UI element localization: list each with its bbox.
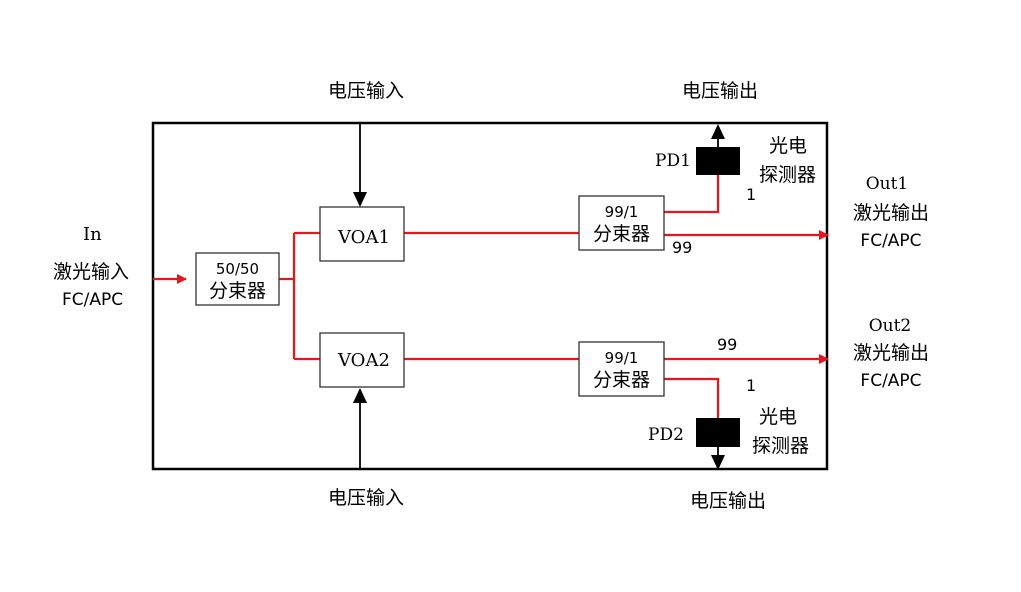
tap1-label: 分束器	[593, 223, 650, 245]
pd2-label-line2: 探测器	[752, 435, 809, 457]
voa1-voltage-arrowhead	[353, 192, 367, 207]
input-label: 激光输入	[53, 261, 129, 283]
pd2-voltage-label: 电压输出	[690, 490, 766, 512]
tap2-ratio: 99/1	[605, 349, 639, 367]
tap1-port-tap: 1	[746, 185, 756, 204]
voa1-box	[319, 206, 405, 262]
out2-label: 激光输出	[853, 342, 929, 364]
out1-tag: Out1	[866, 174, 909, 194]
voa2-label: VOA2	[337, 350, 390, 371]
out2-tag: Out2	[869, 316, 912, 336]
input-connector: FC/APC	[62, 290, 123, 310]
pd1-output-arrowhead	[711, 124, 725, 139]
pd2-tag: PD2	[648, 425, 684, 445]
voa2-voltage-arrowhead	[353, 388, 367, 403]
tap1-port-main: 99	[672, 238, 692, 257]
out1-connector: FC/APC	[860, 231, 921, 251]
pd2-output-arrowhead	[711, 455, 725, 470]
tap2-label: 分束器	[593, 369, 650, 391]
electrical-lines	[353, 123, 725, 470]
voa2-voltage-label: 电压输入	[328, 487, 404, 509]
splitter-main-label: 分束器	[209, 280, 266, 302]
pd1-block	[696, 147, 740, 175]
tap2-port-tap: 1	[746, 376, 756, 395]
tap1-box	[578, 195, 665, 251]
tap2-port-main: 99	[717, 335, 737, 354]
pd1-label-line1: 光电	[769, 135, 807, 157]
pd1-voltage-label: 电压输出	[682, 80, 758, 102]
tap1-to-pd1	[664, 172, 720, 214]
module-frame	[151, 121, 829, 471]
splitter-50-50-box	[195, 252, 280, 306]
tap1-ratio: 99/1	[605, 203, 639, 221]
pd2-label-line1: 光电	[759, 406, 797, 428]
voa2-box	[319, 332, 405, 388]
splitter-main-ratio: 50/50	[216, 260, 259, 278]
pd1-label-line2: 探测器	[759, 164, 816, 186]
voa1-voltage-label: 电压输入	[328, 80, 404, 102]
pd2-block	[696, 418, 740, 447]
out1-label: 激光输出	[853, 202, 929, 224]
voa1-label: VOA1	[337, 227, 390, 248]
tap2-to-pd2	[664, 377, 720, 418]
out2-connector: FC/APC	[860, 371, 921, 391]
pd1-tag: PD1	[655, 151, 691, 171]
input-tag: In	[83, 224, 102, 245]
optical-paths	[153, 172, 829, 418]
tap2-box	[578, 341, 665, 397]
